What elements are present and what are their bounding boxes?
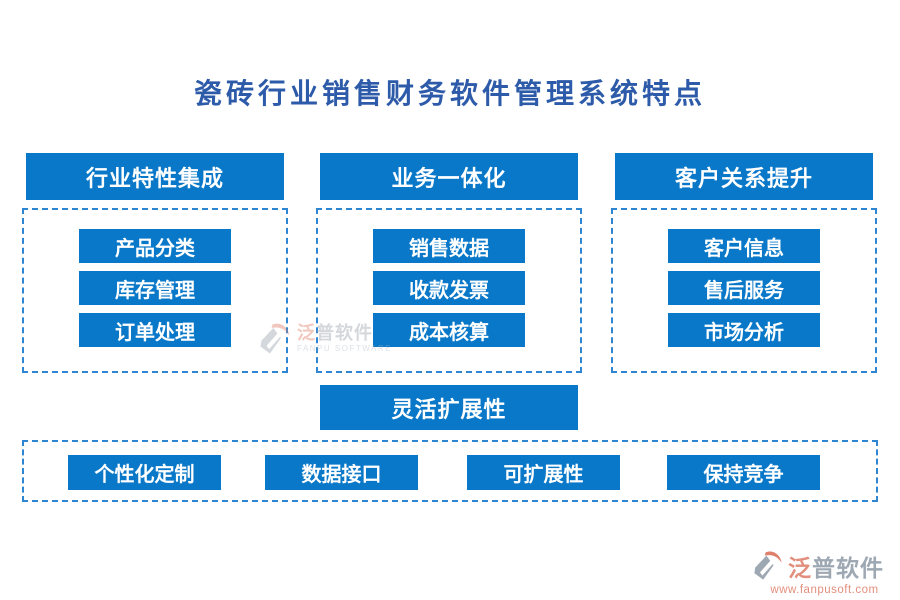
feature-item: 个性化定制 <box>68 455 221 490</box>
feature-item: 售后服务 <box>668 271 820 305</box>
feature-item: 库存管理 <box>79 271 231 305</box>
feature-group-customer: 客户关系提升 客户信息 售后服务 市场分析 <box>611 153 877 373</box>
feature-item: 市场分析 <box>668 313 820 347</box>
feature-item: 可扩展性 <box>467 455 620 490</box>
feature-group-business: 业务一体化 销售数据 收款发票 成本核算 <box>316 153 582 373</box>
feature-item: 收款发票 <box>373 271 525 305</box>
group-header-industry: 行业特性集成 <box>26 153 284 200</box>
feature-item: 产品分类 <box>79 229 231 263</box>
group-box-customer: 客户信息 售后服务 市场分析 <box>611 208 877 373</box>
feature-item: 保持竞争 <box>667 455 820 490</box>
footer-logo: 泛普软件 www.fanpusoft.com <box>752 548 897 596</box>
group-box-industry: 产品分类 库存管理 订单处理 <box>22 208 288 373</box>
watermark-name: 泛普软件 <box>297 323 373 344</box>
feature-group-industry: 行业特性集成 产品分类 库存管理 订单处理 <box>22 153 288 373</box>
group-header-flexibility: 灵活扩展性 <box>320 385 578 430</box>
page-title: 瓷砖行业销售财务软件管理系统特点 <box>193 78 706 109</box>
fanpu-logo-icon <box>260 323 290 354</box>
feature-item: 成本核算 <box>373 313 525 347</box>
fanpu-logo-icon <box>754 551 782 580</box>
feature-item: 订单处理 <box>79 313 231 347</box>
feature-item: 客户信息 <box>668 229 820 263</box>
group-box-business: 销售数据 收款发票 成本核算 <box>316 208 582 373</box>
footer-logo-url: www.fanpusoft.com <box>770 584 879 596</box>
feature-item: 销售数据 <box>373 229 525 263</box>
footer-logo-name: 泛普软件 <box>788 555 884 581</box>
group-box-flexibility: 个性化定制 数据接口 可扩展性 保持竞争 <box>22 440 878 502</box>
watermark-subtitle: FANPU SOFTWARE <box>297 344 392 354</box>
group-header-business: 业务一体化 <box>320 153 578 200</box>
feature-item: 数据接口 <box>265 455 418 490</box>
center-watermark: 泛普软件 FANPU SOFTWARE <box>258 320 392 358</box>
group-header-customer: 客户关系提升 <box>615 153 873 200</box>
